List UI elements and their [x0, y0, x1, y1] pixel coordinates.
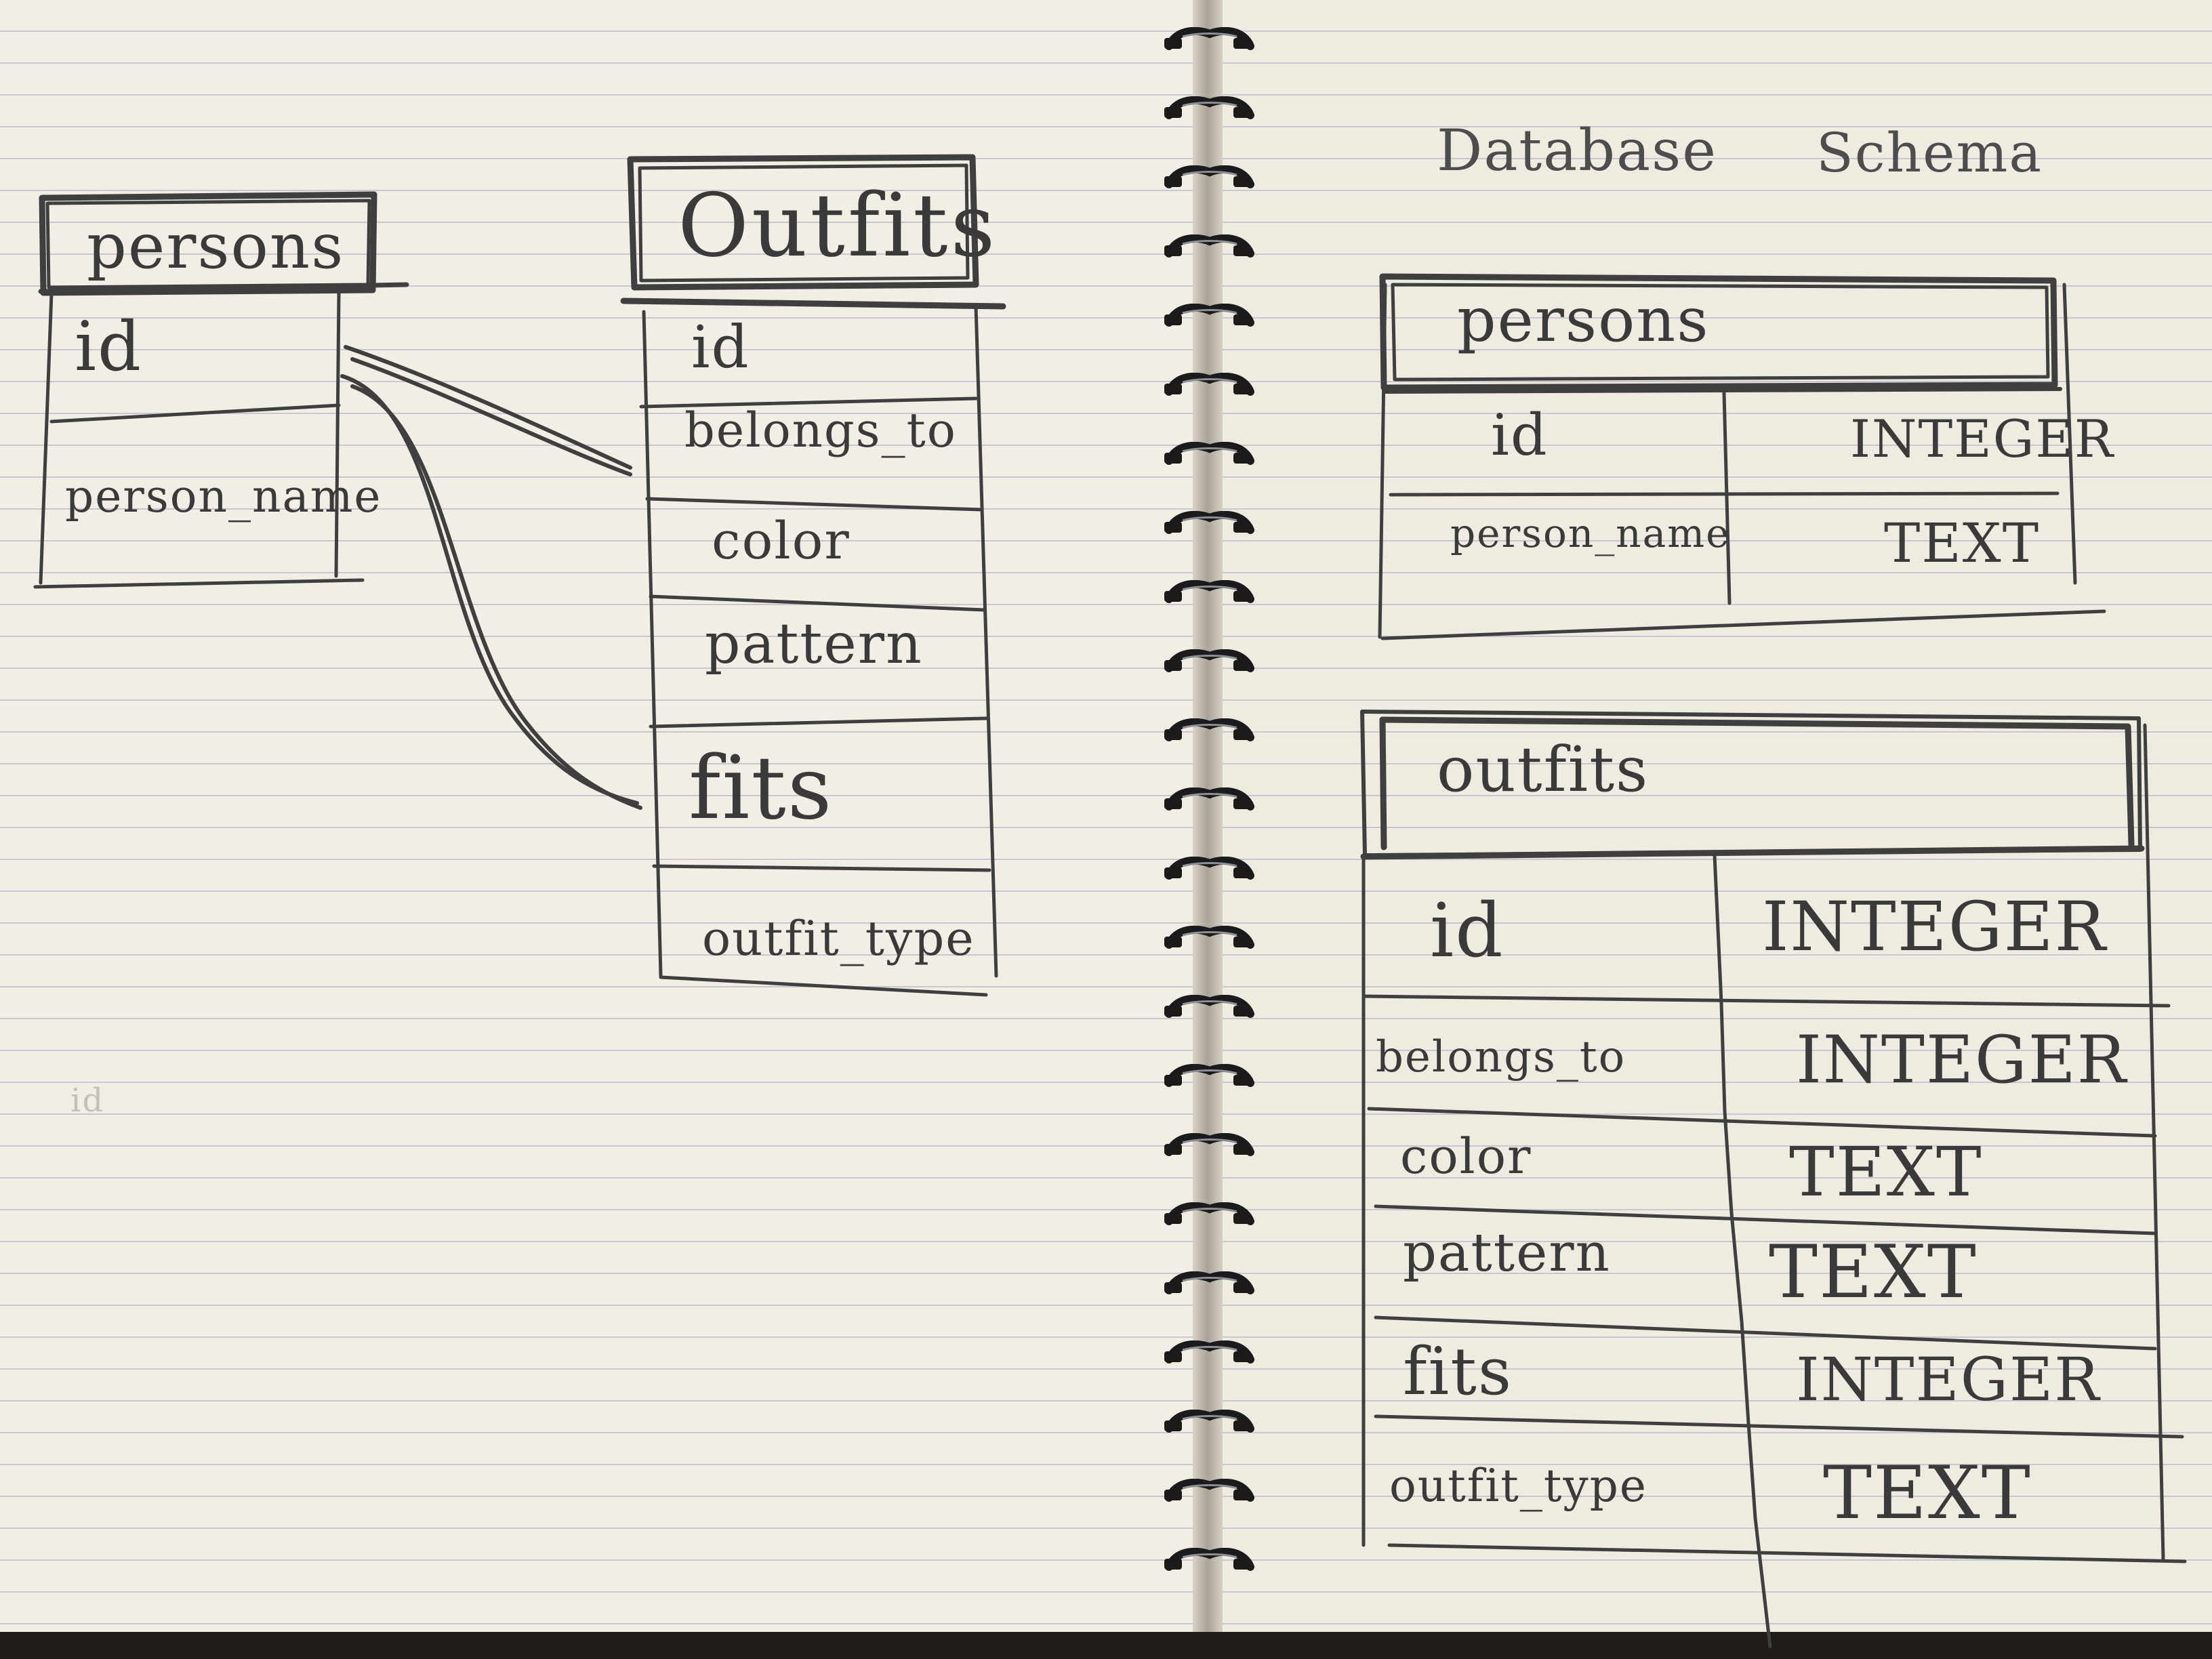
schema-outfits-row-fits-name: fits [1403, 1334, 1513, 1410]
sketch-persons-field-person-name: person_name [65, 470, 382, 523]
binding-coil [1165, 995, 1254, 1018]
binding-coil [1165, 787, 1254, 811]
binding-coil [1165, 511, 1254, 534]
schema-outfits-row-id-type: INTEGER [1762, 887, 2107, 966]
sketch-relationship-lines [340, 345, 642, 810]
binding-coil [1165, 649, 1254, 672]
binding-coil [1165, 926, 1254, 949]
binding-coil [1165, 304, 1254, 327]
sketch-outfits-field-belongs-to: belongs_to [684, 403, 957, 458]
binding-coil [1165, 165, 1254, 188]
sketch-persons-header-box [38, 191, 409, 296]
binding-coil [1165, 1271, 1254, 1294]
schema-heading-schema: Schema [1816, 121, 2043, 184]
schema-outfits-row-id-name: id [1430, 887, 1504, 974]
schema-outfits-row-belongs-to-type: INTEGER [1796, 1022, 2128, 1098]
schema-persons-table-lines [1378, 273, 2106, 640]
right-notebook-page [1206, 0, 2212, 1640]
schema-outfits-row-fits-type: INTEGER [1796, 1345, 2101, 1414]
sketch-outfits-field-color: color [712, 510, 851, 571]
sketch-outfits-field-id: id [691, 314, 750, 382]
schema-outfits-row-outfit-type-type: TEXT [1823, 1451, 2032, 1536]
stray-pencil-mark: id [70, 1082, 105, 1120]
table-surface [0, 1632, 2212, 1659]
sketch-outfits-field-pattern: pattern [705, 612, 923, 676]
sketch-outfits-header-box [620, 154, 1006, 310]
binding-coil [1165, 373, 1254, 396]
notebook-gutter [1193, 0, 1223, 1640]
sketch-outfits-body-box [639, 304, 998, 997]
schema-outfits-row-pattern-type: TEXT [1769, 1230, 1978, 1315]
schema-outfits-row-color-name: color [1400, 1128, 1532, 1185]
binding-coil [1165, 1064, 1254, 1087]
schema-persons-title: persons [1457, 285, 1710, 356]
binding-coil [1165, 1202, 1254, 1225]
binding-coil [1165, 1133, 1254, 1156]
schema-outfits-row-pattern-name: pattern [1403, 1223, 1611, 1284]
binding-coil [1165, 580, 1254, 603]
sketch-persons-field-id: id [75, 307, 142, 386]
sketch-persons-body-box [33, 291, 365, 589]
binding-coil [1165, 442, 1254, 465]
sketch-persons-title: persons [87, 210, 345, 283]
schema-persons-row-id-name: id [1491, 402, 1549, 468]
binding-coil [1165, 1479, 1254, 1502]
binding-coil [1165, 96, 1254, 119]
left-notebook-page [0, 0, 1206, 1640]
schema-outfits-row-belongs-to-name: belongs_to [1376, 1032, 1626, 1082]
binding-coil [1165, 27, 1254, 50]
binding-coil [1165, 234, 1254, 258]
binding-coil [1165, 1340, 1254, 1364]
sketch-outfits-field-fits: fits [689, 738, 834, 839]
schema-outfits-row-color-type: TEXT [1789, 1132, 1983, 1212]
binding-coil [1165, 718, 1254, 741]
schema-persons-row-person-name-type: TEXT [1884, 512, 2041, 575]
schema-persons-row-person-name-name: person_name [1450, 510, 1731, 556]
binding-coil [1165, 1548, 1254, 1571]
sketch-outfits-field-outfit-type: outfit_type [702, 911, 975, 966]
schema-outfits-row-outfit-type-name: outfit_type [1389, 1460, 1647, 1512]
schema-persons-row-id-type: INTEGER [1850, 409, 2115, 469]
binding-coil [1165, 857, 1254, 880]
schema-outfits-title: outfits [1437, 733, 1650, 806]
binding-coil [1165, 1410, 1254, 1433]
sketch-outfits-title: Outfits [678, 176, 998, 276]
schema-outfits-table-lines [1360, 710, 2187, 1649]
schema-heading-database: Database [1437, 117, 1717, 184]
